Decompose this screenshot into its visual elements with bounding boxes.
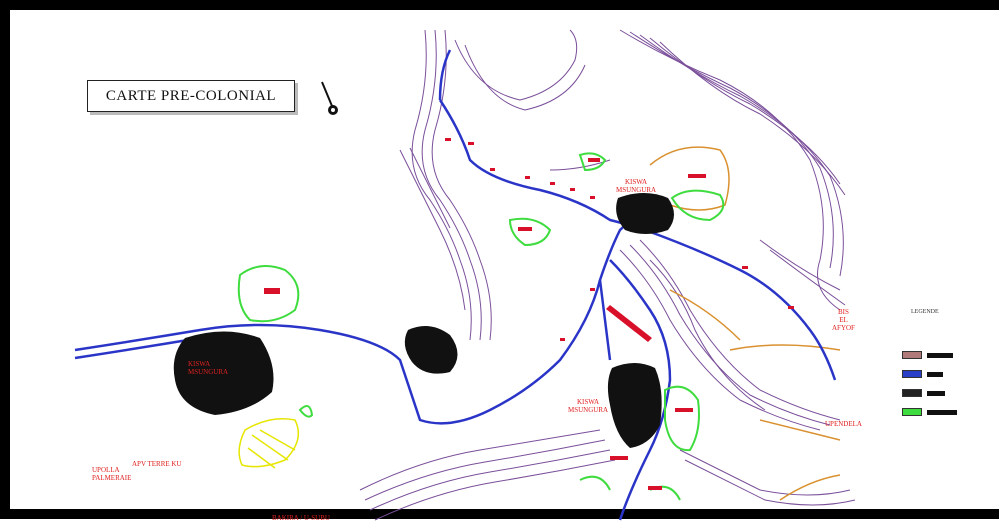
place-label: KISWA MSUNGURA xyxy=(188,360,229,376)
settlements xyxy=(173,193,674,448)
settlement-center xyxy=(404,326,458,374)
place-label: BIS EL AFYOF xyxy=(832,308,855,332)
legend-item xyxy=(902,388,945,398)
place-label: UPENDELA xyxy=(825,420,862,428)
yellow-area xyxy=(238,418,300,469)
map-drawing xyxy=(74,29,856,521)
legend-item xyxy=(902,407,957,417)
boundary-lines xyxy=(649,146,841,501)
contour-lines xyxy=(359,29,856,521)
place-label: BAKIRA / U-SUBU xyxy=(272,514,330,522)
settlement-northeast xyxy=(616,193,674,234)
settlement-west xyxy=(173,331,274,415)
map-title: CARTE PRE-COLONIAL xyxy=(87,80,295,112)
place-label: APV TERRE KU xyxy=(132,460,182,468)
legend-title: LEGENDE xyxy=(911,309,939,315)
place-label: KISWA MSUNGURA xyxy=(616,178,657,194)
legend-item xyxy=(902,350,953,360)
legend-item xyxy=(902,369,943,379)
rivers xyxy=(74,49,837,521)
green-zones xyxy=(237,152,725,501)
red-markers xyxy=(264,138,794,490)
compass-north-icon xyxy=(320,80,340,120)
place-label: KISWA MSUNGURA xyxy=(568,398,609,414)
settlement-southeast xyxy=(607,363,662,448)
map-canvas: CARTE PRE-COLONIAL KISWA MSUNGURA KISWA … xyxy=(20,20,999,529)
place-label: UPOLLA PALMERAIE xyxy=(92,466,132,482)
